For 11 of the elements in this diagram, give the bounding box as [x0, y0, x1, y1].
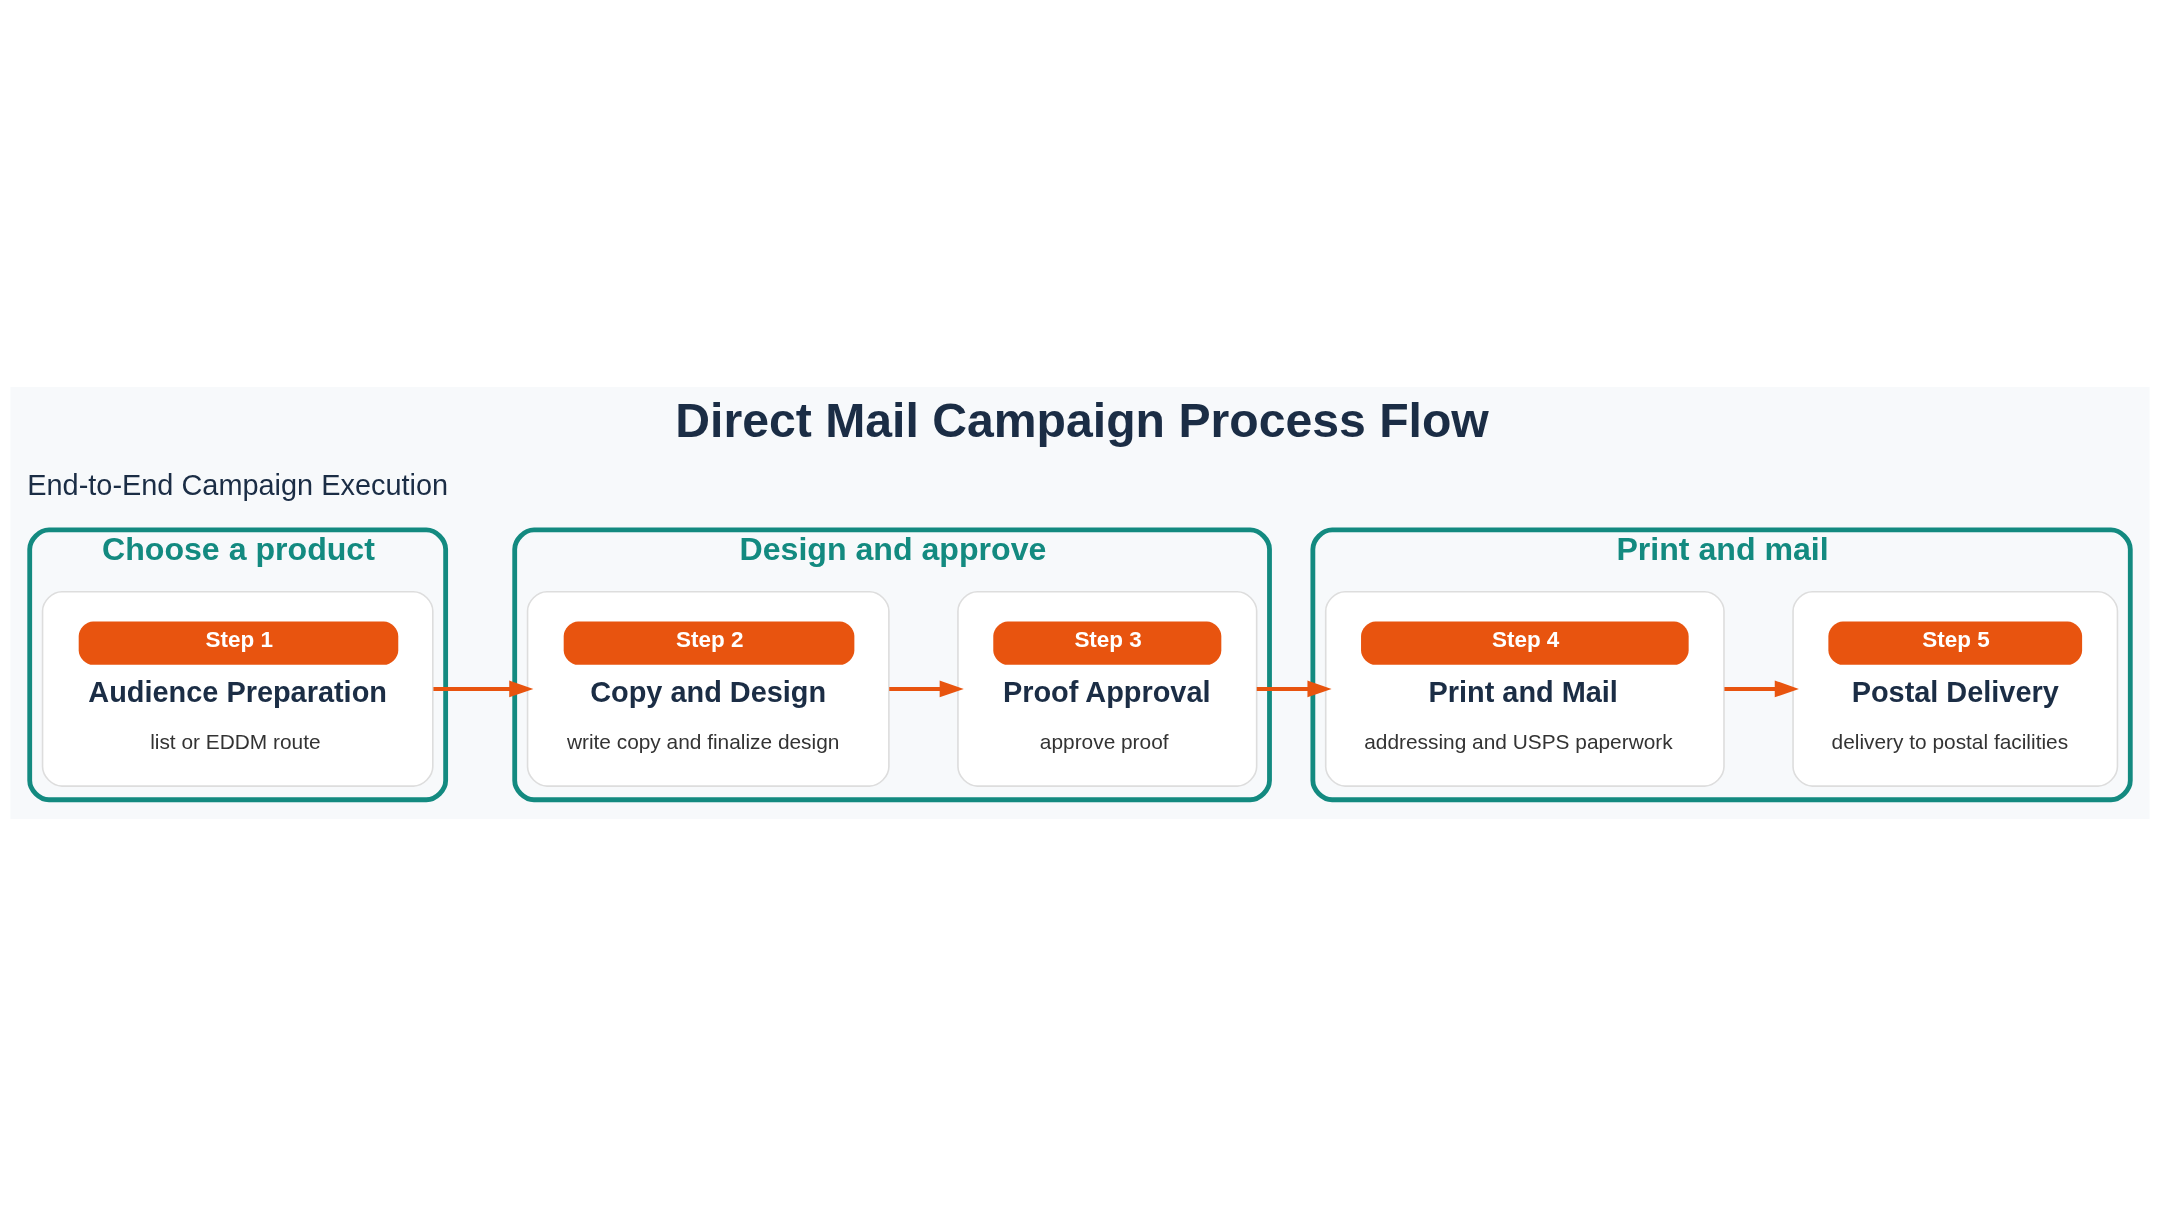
label: End-to-End Campaign Execution	[27, 469, 449, 502]
arrow	[433, 680, 534, 698]
node-box: Step 3 Proof Approval approve proof	[957, 590, 1258, 787]
node-box: Step 4 Print and Mail addressing and USPS paperwork	[1324, 590, 1725, 787]
diagram-title: Direct Mail Campaign Process Flow	[675, 392, 1489, 447]
arrow	[889, 680, 964, 698]
arrow	[1724, 680, 1799, 698]
node-box: Step 1 Audience Preparation list or EDDM route	[41, 590, 434, 787]
node-box: Step 5 Postal Delivery delivery to postal facilities	[1792, 590, 2119, 787]
arrow	[1256, 680, 1332, 698]
node-box: Step 2 Copy and Design write copy and finalize design	[526, 590, 890, 787]
